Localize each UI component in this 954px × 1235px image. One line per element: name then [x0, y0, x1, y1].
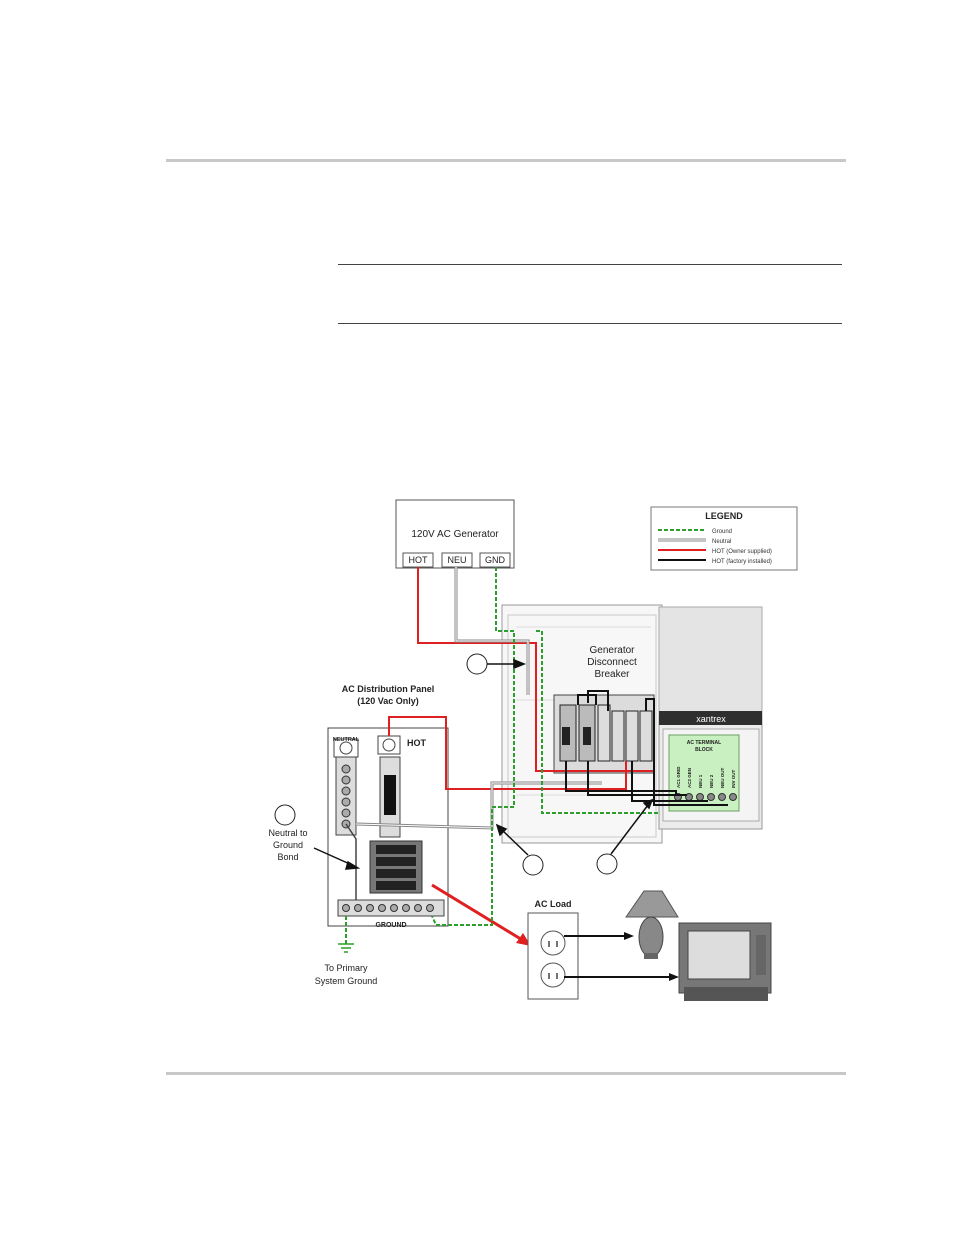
- generator-terminal-gnd: GND: [485, 555, 506, 565]
- legend-hot-factory: HOT (factory installed): [712, 559, 772, 565]
- breaker-label-1: Generator: [589, 645, 635, 656]
- wires: [345, 567, 728, 946]
- note-rule-bottom: [338, 323, 842, 324]
- ac-load-outlet: [527, 912, 679, 1000]
- ac-load-label: AC Load: [535, 899, 572, 909]
- terminal-label-neu1: NEU 1: [698, 774, 703, 788]
- terminal-labels: AC1 GRID AC2 GEN NEU 1 NEU 2 NEU OUT INV…: [676, 766, 736, 788]
- terminal-label-inv-out: INV OUT: [731, 769, 736, 788]
- terminal-label-neu-out: NEU OUT: [720, 767, 725, 788]
- bond-label-3: Bond: [277, 852, 298, 862]
- panel-hot-label: HOT: [407, 738, 427, 748]
- panel-title: AC Distribution Panel: [342, 684, 435, 694]
- brand-label: xantrex: [696, 714, 726, 724]
- callouts: [274, 653, 618, 876]
- terminal-label-ac2-gen: AC2 GEN: [687, 768, 692, 788]
- ac-terminal-block: [668, 734, 740, 812]
- xantrex-brand-bar: [659, 711, 762, 725]
- callout-circle-4: [596, 853, 618, 875]
- bond-label-2: Ground: [273, 840, 303, 850]
- ground-note-2: System Ground: [315, 976, 378, 986]
- callout-circle-3: [522, 854, 544, 876]
- panel-ground-label: GROUND: [375, 922, 406, 929]
- callout-arrows: [313, 658, 654, 870]
- wiring-diagram-svg: 120V AC Generator HOT NEU GND LEGEND Gro…: [268, 499, 798, 1001]
- breaker-label-3: Breaker: [594, 669, 630, 680]
- callout-circle-2: [274, 804, 296, 826]
- wiring-diagram: 120V AC Generator HOT NEU GND LEGEND Gro…: [266, 495, 802, 1007]
- panel-neutral-label: NEUTRAL: [333, 737, 360, 743]
- terminal-block-title-2: BLOCK: [695, 747, 713, 753]
- legend-title: LEGEND: [705, 511, 743, 521]
- generator-disconnect-breaker: [553, 694, 655, 774]
- bond-label-1: Neutral to: [268, 828, 307, 838]
- lamp-icon: [625, 890, 679, 959]
- panel-subtitle: (120 Vac Only): [357, 696, 419, 706]
- footer-rule: [166, 1072, 846, 1075]
- television-icon: [678, 922, 772, 1001]
- generator-title: 120V AC Generator: [411, 529, 499, 540]
- generator-terminal-neu: NEU: [447, 555, 466, 565]
- callout-circle-1: [466, 653, 488, 675]
- terminal-label-neu2: NEU 2: [709, 774, 714, 788]
- terminal-block-title-1: AC TERMINAL: [687, 740, 721, 746]
- legend-hot-owner: HOT (Owner supplied): [712, 549, 772, 555]
- terminal-label-ac1-grid: AC1 GRID: [676, 766, 681, 788]
- legend-box: [650, 506, 798, 571]
- breaker-label-2: Disconnect: [587, 657, 637, 668]
- legend-neutral: Neutral: [712, 539, 731, 545]
- legend-ground: Ground: [712, 529, 732, 535]
- ground-note-1: To Primary: [324, 963, 368, 973]
- ground-symbol: [338, 943, 354, 953]
- header-rule: [166, 159, 846, 162]
- note-rule-top: [338, 264, 842, 265]
- inverter-housing: [501, 604, 763, 844]
- generator-terminal-hot: HOT: [409, 555, 429, 565]
